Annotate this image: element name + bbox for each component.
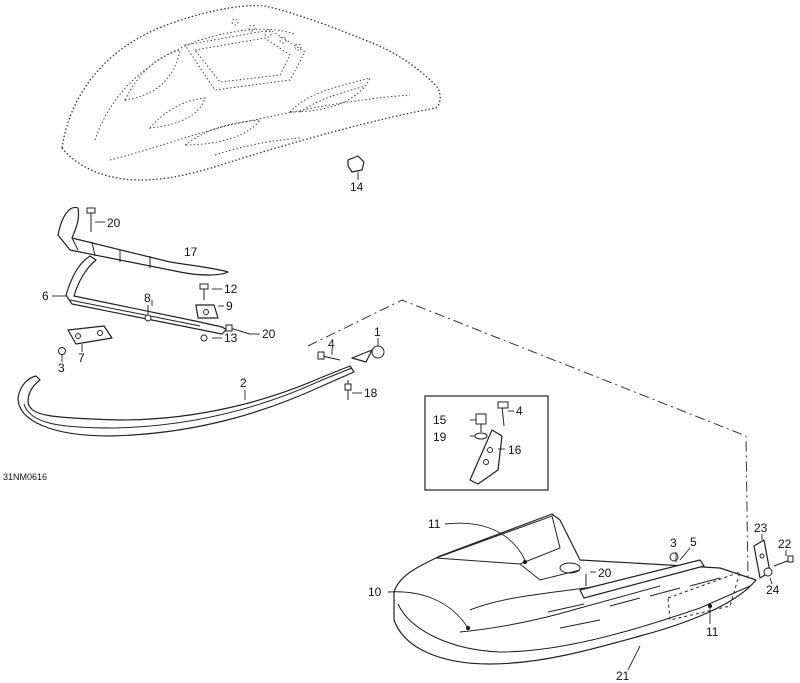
- callout-6: 6: [42, 289, 49, 303]
- callout-19: 19: [433, 430, 447, 444]
- callout-4-inset: 4: [516, 404, 523, 418]
- part-21-skid-plate: [387, 513, 757, 671]
- callout-11-top: 11: [428, 517, 441, 531]
- callout-18: 18: [364, 386, 378, 400]
- bumper-hardware: [317, 338, 385, 400]
- callout-7: 7: [78, 351, 85, 365]
- drawing-code: 31NM0616: [3, 472, 47, 482]
- callout-9: 9: [226, 299, 233, 313]
- callout-20-bottom: 20: [598, 566, 612, 580]
- callout-1: 1: [374, 325, 381, 339]
- callout-23: 23: [754, 521, 768, 535]
- part-2-bumper: [17, 365, 355, 437]
- callout-4-left: 4: [328, 337, 335, 351]
- callout-24: 24: [766, 583, 780, 597]
- callout-5: 5: [690, 535, 697, 549]
- part-3-nut-left: [58, 347, 66, 362]
- callout-3-right: 3: [670, 536, 677, 550]
- callout-14: 14: [350, 180, 364, 194]
- callout-11-bottom: 11: [706, 625, 719, 639]
- rear-hardware: [753, 534, 794, 585]
- bar-hardware: [144, 283, 260, 342]
- part-17-bracket: [57, 206, 229, 276]
- callout-12: 12: [224, 282, 238, 296]
- callout-22: 22: [778, 537, 792, 551]
- callout-17: 17: [184, 245, 198, 259]
- hood-outline: [61, 4, 441, 181]
- part-20-bolt-top: [86, 207, 105, 232]
- callout-10: 10: [368, 585, 382, 599]
- callout-2: 2: [240, 376, 247, 390]
- callout-3-left: 3: [58, 361, 65, 375]
- callout-8: 8: [144, 291, 151, 305]
- callout-16: 16: [508, 443, 522, 457]
- detail-inset: [424, 395, 549, 491]
- callout-21: 21: [616, 669, 630, 683]
- callout-20-mid: 20: [262, 327, 276, 341]
- reference-line: [307, 299, 749, 581]
- callout-13: 13: [224, 331, 238, 345]
- callout-20-top: 20: [107, 216, 121, 230]
- callout-15: 15: [433, 413, 447, 427]
- part-7-bracket: [67, 325, 113, 352]
- part-14-clip: [347, 155, 365, 180]
